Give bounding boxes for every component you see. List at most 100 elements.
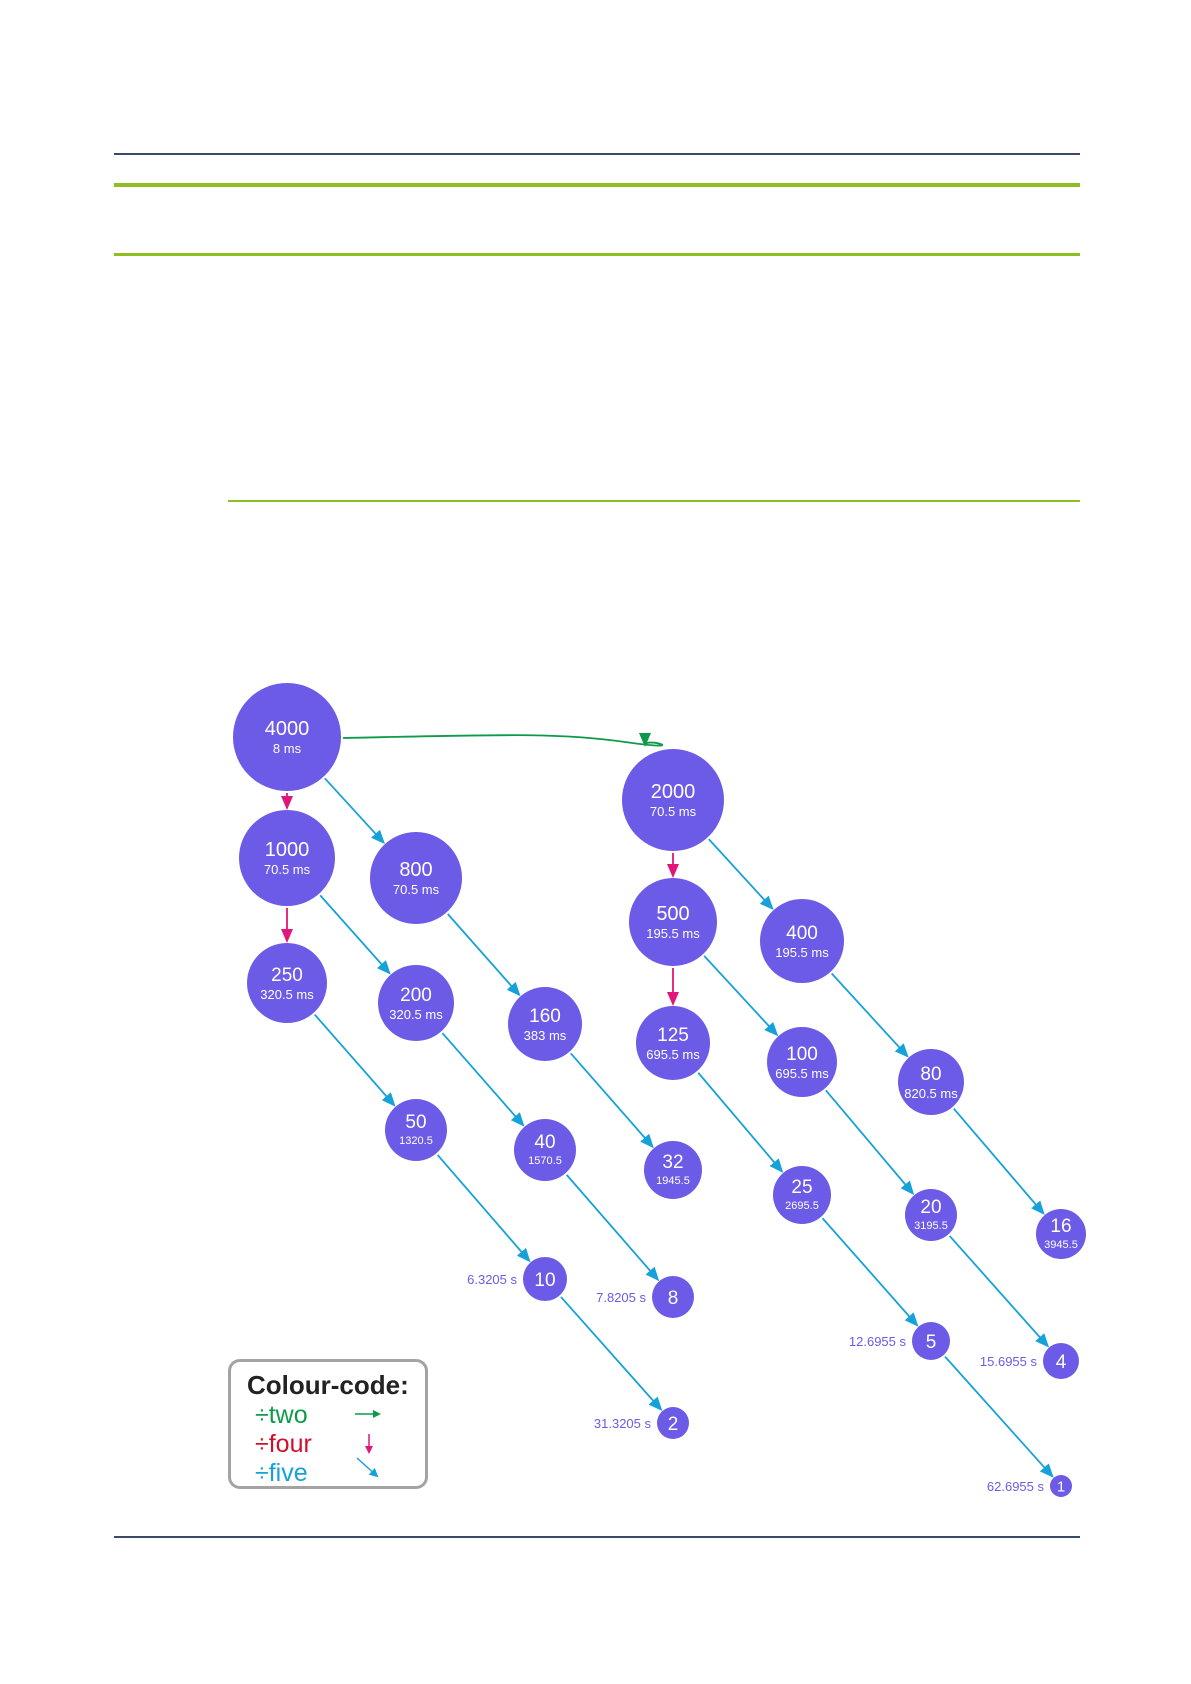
node-value-500: 500: [656, 903, 689, 925]
node-value-1: 1: [1057, 1478, 1065, 1495]
node-value-16: 16: [1050, 1216, 1071, 1237]
node-time-80: 820.5 ms: [904, 1086, 958, 1101]
node-value-100: 100: [786, 1044, 818, 1065]
legend-title: Colour-code:: [247, 1370, 409, 1400]
legend-item-five: ÷five: [255, 1459, 308, 1487]
node-time-25: 2695.5: [785, 1200, 819, 1212]
node-time-32: 1945.5: [656, 1175, 690, 1187]
node-circle-1000: [239, 810, 335, 906]
edge-five-n50-n10: [436, 1154, 531, 1263]
node-circle-2: [657, 1407, 689, 1439]
node-1: 162.6955 s: [987, 1475, 1072, 1497]
node-time-400: 195.5 ms: [775, 945, 829, 960]
node-10: 10 6.3205 s: [467, 1257, 567, 1301]
node-value-2: 2: [668, 1414, 679, 1435]
node-total-time-10: 6.3205 s: [467, 1272, 517, 1287]
node-value-40: 40: [534, 1132, 555, 1153]
node-circle-16: [1036, 1209, 1086, 1259]
node-circle-10: [523, 1257, 567, 1301]
edge-five-n2000-n400: [708, 838, 774, 911]
node-time-500: 195.5 ms: [646, 926, 700, 941]
header-rule-green-bottom: [114, 253, 1080, 256]
node-value-160: 160: [529, 1006, 561, 1027]
legend-arrows: [355, 1410, 381, 1478]
edge-five-n250-n50: [314, 1013, 396, 1107]
node-time-40: 1570.5: [528, 1155, 562, 1167]
node-value-50: 50: [405, 1112, 426, 1133]
edge-five-n800-n160: [447, 913, 521, 997]
node-time-50: 1320.5: [399, 1135, 433, 1147]
edge-five-n40-n8: [565, 1174, 660, 1282]
node-time-800: 70.5 ms: [393, 882, 440, 897]
colour-code-legend: Colour-code: ÷two ÷four ÷five: [228, 1359, 428, 1489]
header-rule-dark: [114, 153, 1080, 155]
node-circle-4: [1043, 1343, 1079, 1379]
header-rule-green-top: [114, 183, 1080, 187]
node-circle-80: [898, 1049, 964, 1115]
node-circle-400: [760, 899, 844, 983]
node-time-125: 695.5 ms: [646, 1047, 700, 1062]
node-value-8: 8: [668, 1288, 679, 1309]
node-50: 50 1320.5: [385, 1099, 447, 1161]
node-circle-8: [652, 1276, 694, 1318]
node-circle-32: [644, 1141, 702, 1199]
edge-five-n80-n16: [953, 1108, 1045, 1216]
node-value-4: 4: [1056, 1352, 1067, 1373]
node-time-1000: 70.5 ms: [264, 862, 311, 877]
node-time-16: 3945.5: [1044, 1239, 1078, 1251]
node-4: 4 15.6955 s: [980, 1343, 1079, 1379]
node-circle-100: [767, 1027, 837, 1097]
node-value-250: 250: [271, 965, 303, 986]
node-value-400: 400: [786, 923, 818, 944]
node-circle-25: [773, 1166, 831, 1224]
node-time-160: 383 ms: [524, 1028, 567, 1043]
edge-five-n5-n1: [944, 1356, 1054, 1478]
edge-five-n200-n40: [441, 1032, 525, 1127]
edge-five-n20-n4: [948, 1235, 1050, 1348]
node-circle-50: [385, 1099, 447, 1161]
node-value-125: 125: [657, 1025, 689, 1046]
node-value-32: 32: [662, 1152, 683, 1173]
node-5: 512.6955 s: [849, 1322, 950, 1360]
footer-rule-dark: [114, 1536, 1080, 1538]
node-total-time-8: 7.8205 s: [596, 1290, 646, 1305]
node-value-4000: 4000: [265, 718, 310, 740]
node-circle-125: [636, 1006, 710, 1080]
node-circle-2000: [622, 749, 724, 851]
node-time-2000: 70.5 ms: [650, 804, 697, 819]
edge-five-n25-n5: [821, 1217, 919, 1327]
edge-two-n4000-n2000: [342, 732, 664, 747]
edge-five-n400-n80: [831, 972, 909, 1058]
node-value-10: 10: [534, 1270, 555, 1291]
node-circle-40: [514, 1119, 576, 1181]
node-total-time-4: 15.6955 s: [980, 1354, 1038, 1369]
section-rule-green: [228, 500, 1080, 502]
node-circle-500: [629, 878, 717, 966]
node-16: 16 3945.5: [1036, 1209, 1086, 1259]
node-circle-800: [370, 832, 462, 924]
legend-arrow-five: [356, 1457, 379, 1478]
node-circle-250: [247, 943, 327, 1023]
edge-five-n4000-n800: [324, 777, 385, 845]
node-circle-200: [378, 965, 454, 1041]
node-time-200: 320.5 ms: [389, 1007, 443, 1022]
node-value-200: 200: [400, 985, 432, 1006]
node-circle-160: [508, 987, 582, 1061]
node-32: 32 1945.5: [644, 1141, 702, 1199]
node-circle-5: [912, 1322, 950, 1360]
legend-item-two: ÷two: [255, 1401, 308, 1429]
node-value-1000: 1000: [265, 839, 310, 861]
node-value-80: 80: [920, 1064, 941, 1085]
edge-five-n500-n100: [703, 955, 779, 1037]
node-value-5: 5: [926, 1332, 937, 1353]
